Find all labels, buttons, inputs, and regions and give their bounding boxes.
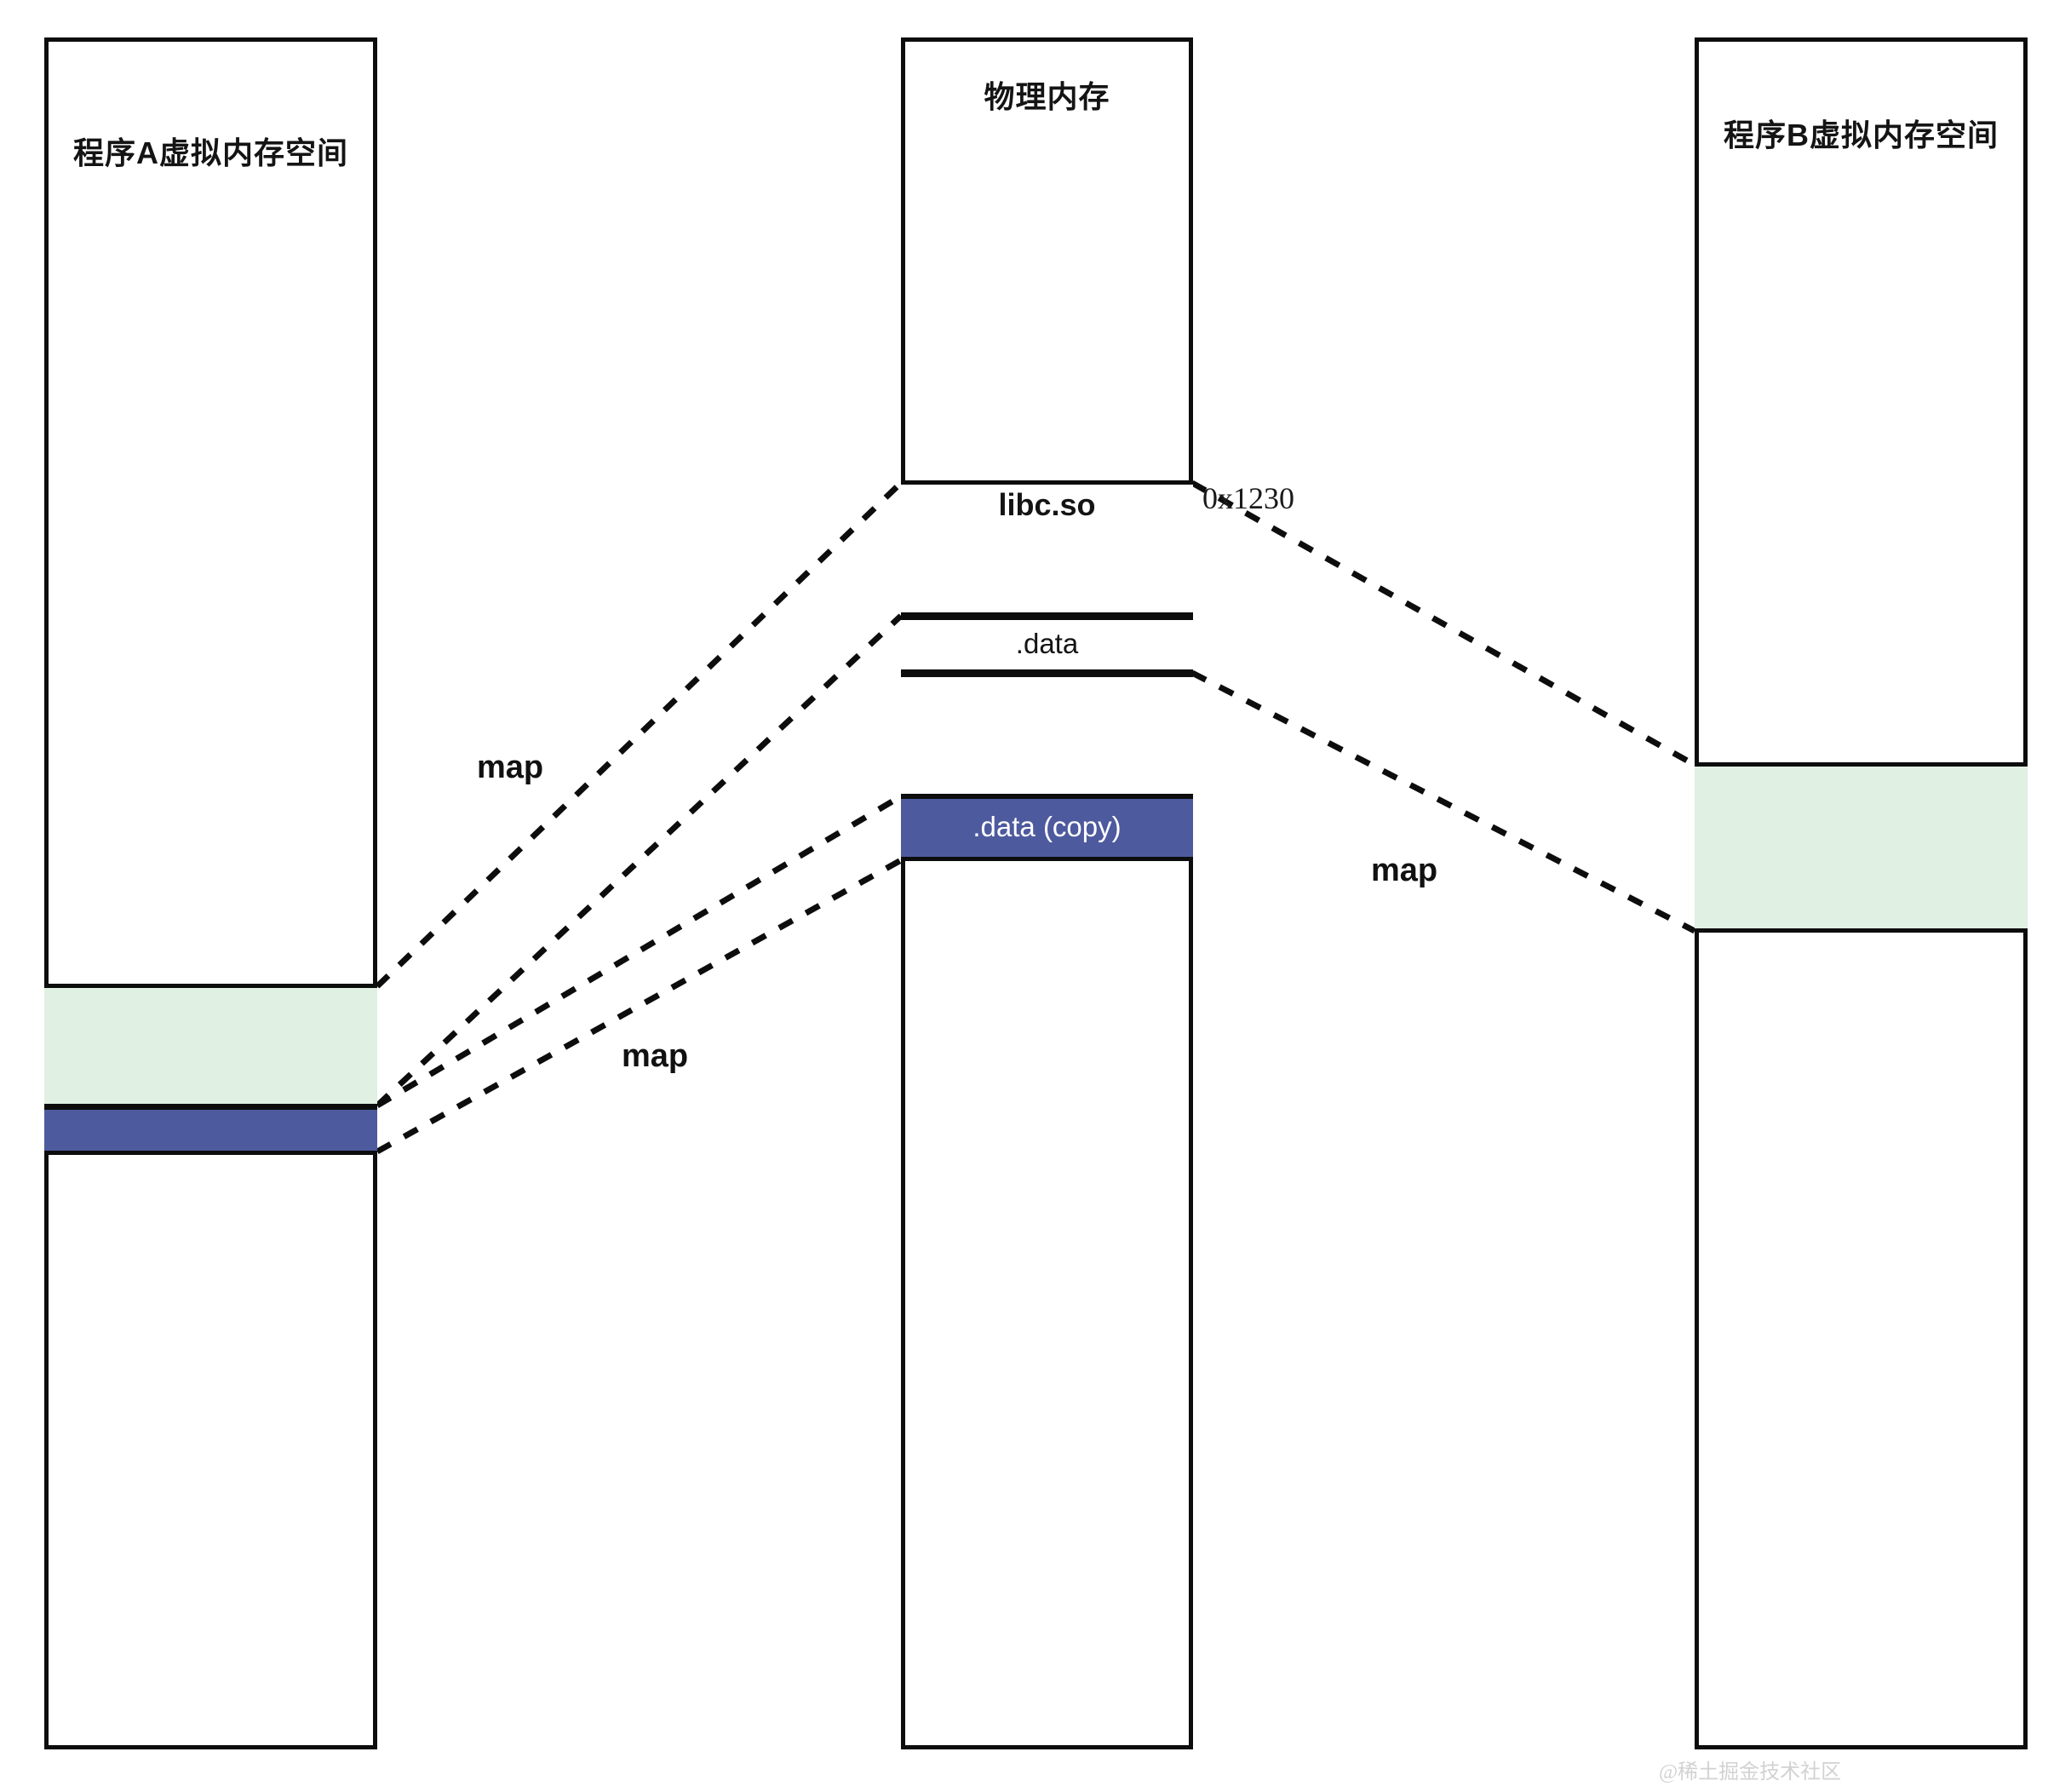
process-a-green-segment — [44, 984, 377, 1108]
physical-memory-box — [901, 37, 1193, 1749]
physical-memory-data-label: .data — [1015, 628, 1079, 659]
map-label-top: map — [477, 750, 544, 785]
process-a-blue-segment — [44, 1106, 377, 1155]
process-b-title: 程序B虚拟内存空间 — [1724, 118, 1999, 152]
address-annotation: 0x1230 — [1202, 481, 1294, 515]
process-b-green-segment — [1695, 762, 2028, 933]
connector-data-to-b-green-bottom — [1190, 669, 1696, 934]
watermark-text: @稀土掘金技术社区 — [1659, 1761, 1842, 1783]
connector-a-boundary-to-data-top — [375, 613, 904, 1108]
map-label-right: map — [1371, 853, 1438, 888]
physical-memory-blank-segment — [901, 673, 1193, 798]
physical-memory-libc-label: libc.so — [998, 487, 1096, 522]
physical-memory-data-copy-label: .data (copy) — [972, 811, 1122, 842]
process-a-title: 程序A虚拟内存空间 — [73, 135, 348, 170]
connector-libc-to-b-green-top — [1190, 480, 1696, 768]
process-a-memory-box — [44, 37, 377, 1749]
map-label-bottom: map — [622, 1038, 689, 1074]
connector-a-blue-bottom-to-datacopy-bottom — [376, 857, 903, 1155]
connector-a-green-to-libc-top — [375, 480, 904, 989]
physical-memory-libc-segment — [901, 480, 1193, 617]
physical-memory-data-copy-segment — [901, 795, 1193, 861]
physical-memory-title: 物理内存 — [984, 79, 1110, 114]
physical-memory-data-segment — [901, 616, 1193, 674]
